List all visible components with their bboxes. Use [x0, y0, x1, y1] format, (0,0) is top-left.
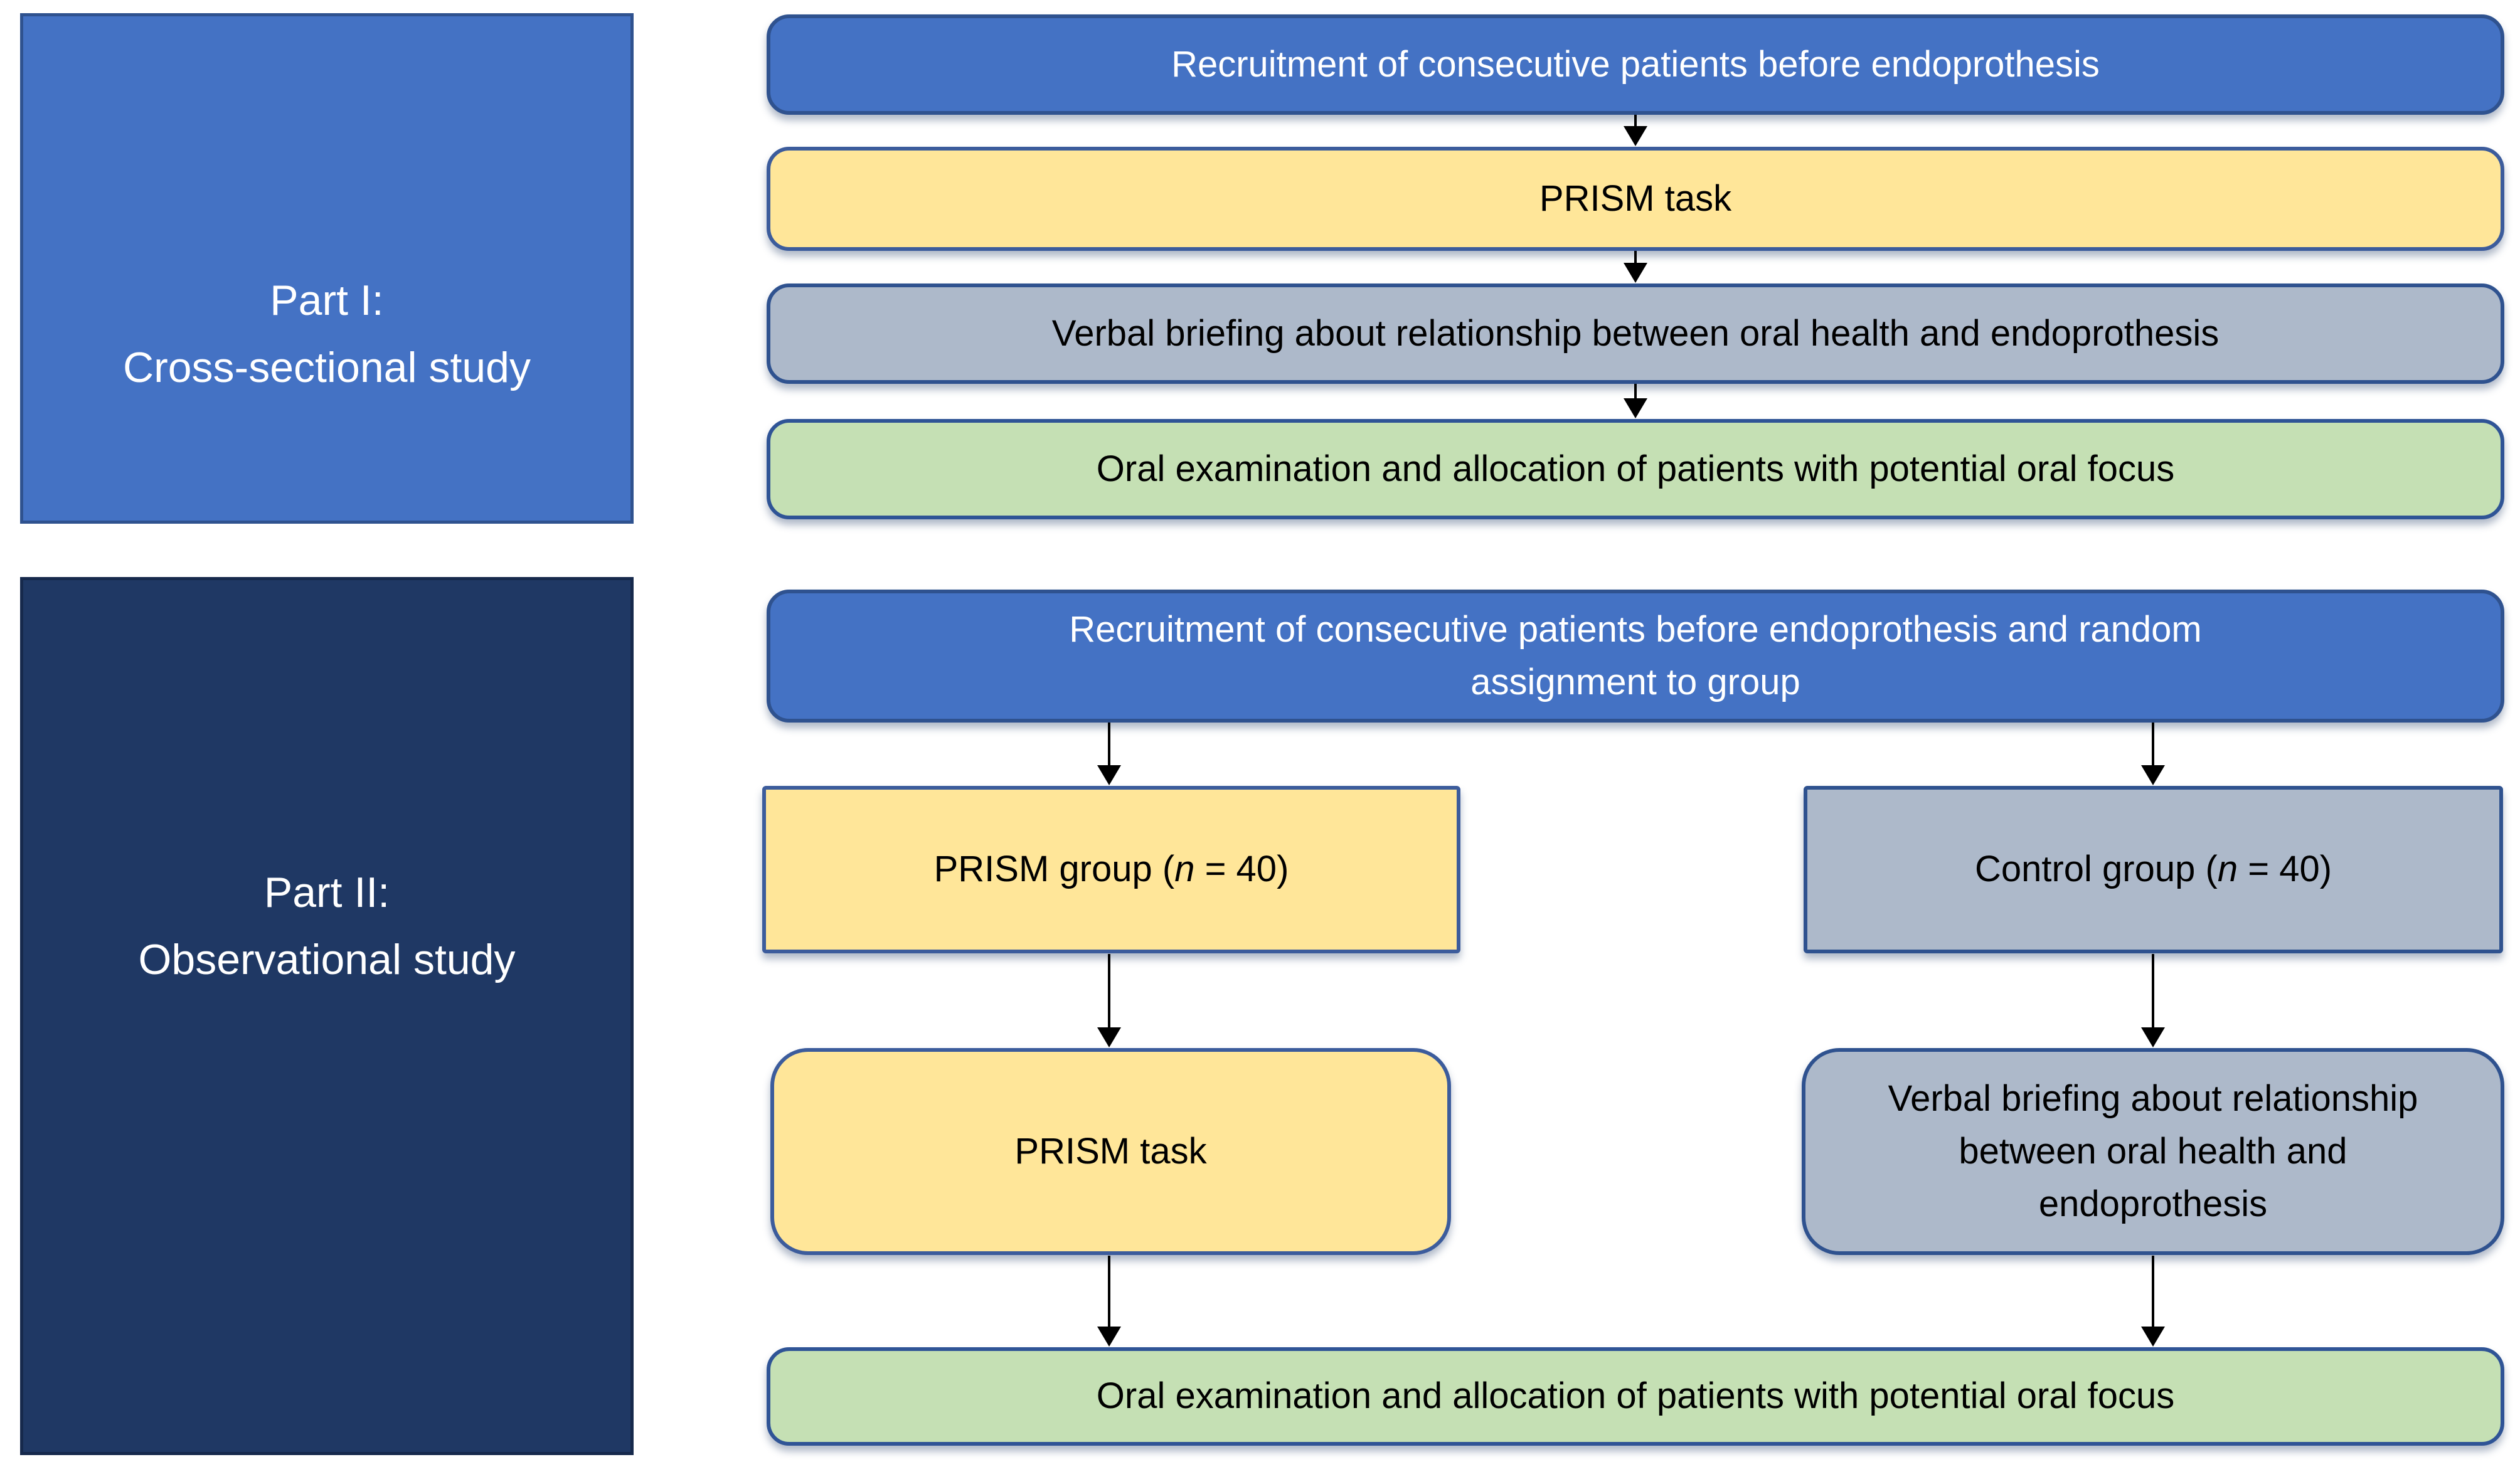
arrow-part2-prism-group-to-prism-task	[1097, 954, 1122, 1047]
part2-oral-examination-text: Oral examination and allocation of patie…	[1096, 1375, 2175, 1417]
part2-oral-examination-box: Oral examination and allocation of patie…	[767, 1347, 2504, 1446]
part2-label: Part II: Observational study	[23, 859, 630, 993]
part1-verbal-briefing-box: Verbal briefing about relationship betwe…	[767, 283, 2504, 384]
arrow-part2-control-group-to-verbal	[2140, 954, 2166, 1047]
arrow-part1-prism-to-verbal	[1623, 251, 1648, 283]
arrow-part1-verbal-to-oral	[1623, 384, 1648, 418]
part2-control-group-text: Control group (n = 40)	[1975, 843, 2332, 896]
part1-verbal-briefing-text: Verbal briefing about relationship betwe…	[1051, 312, 2220, 354]
arrow-part2-recruitment-to-prism-group	[1097, 723, 1122, 785]
part2-prism-group-box: PRISM group (n = 40)	[762, 786, 1460, 953]
control-group-n: n	[2217, 849, 2238, 890]
part2-recruitment-text-line2: assignment to group	[1470, 662, 1800, 702]
arrow-part2-prism-task-to-oral	[1097, 1256, 1122, 1347]
prism-group-prefix: PRISM group (	[933, 849, 1175, 890]
part2-verbal-briefing-text: Verbal briefing about relationship betwe…	[1888, 1078, 2418, 1225]
part1-label: Part I: Cross-sectional study	[23, 267, 630, 401]
part1-label-line1: Part I:	[270, 277, 384, 324]
arrow-part1-recruitment-to-prism	[1623, 115, 1648, 146]
prism-group-n: n	[1174, 849, 1195, 890]
control-group-prefix: Control group (	[1974, 849, 2218, 890]
part1-oral-examination-box: Oral examination and allocation of patie…	[767, 419, 2504, 519]
part2-panel: Part II: Observational study	[20, 577, 634, 1455]
part1-label-line2: Cross-sectional study	[122, 344, 531, 391]
control-group-suffix: = 40)	[2238, 849, 2332, 890]
part1-recruitment-box: Recruitment of consecutive patients befo…	[767, 14, 2504, 115]
part2-label-line1: Part II:	[263, 869, 390, 916]
part2-recruitment-text-line1: Recruitment of consecutive patients befo…	[1069, 608, 2202, 650]
part1-prism-task-box: PRISM task	[767, 147, 2504, 251]
part1-oral-examination-text: Oral examination and allocation of patie…	[1096, 448, 2175, 489]
part1-prism-task-text: PRISM task	[1539, 177, 1732, 219]
prism-group-suffix: = 40)	[1194, 849, 1289, 890]
part1-panel: Part I: Cross-sectional study	[20, 13, 634, 524]
part2-recruitment-box: Recruitment of consecutive patients befo…	[767, 590, 2504, 723]
part2-prism-task-text: PRISM task	[1014, 1130, 1207, 1172]
part2-prism-task-box: PRISM task	[770, 1048, 1451, 1255]
part2-verbal-briefing-box: Verbal briefing about relationship betwe…	[1802, 1048, 2504, 1255]
part1-recruitment-text: Recruitment of consecutive patients befo…	[1171, 43, 2100, 85]
part2-label-line2: Observational study	[138, 936, 516, 983]
part2-prism-group-text: PRISM group (n = 40)	[934, 843, 1289, 896]
part2-control-group-box: Control group (n = 40)	[1804, 786, 2503, 953]
arrow-part2-recruitment-to-control-group	[2140, 723, 2166, 785]
arrow-part2-verbal-to-oral	[2140, 1256, 2166, 1347]
